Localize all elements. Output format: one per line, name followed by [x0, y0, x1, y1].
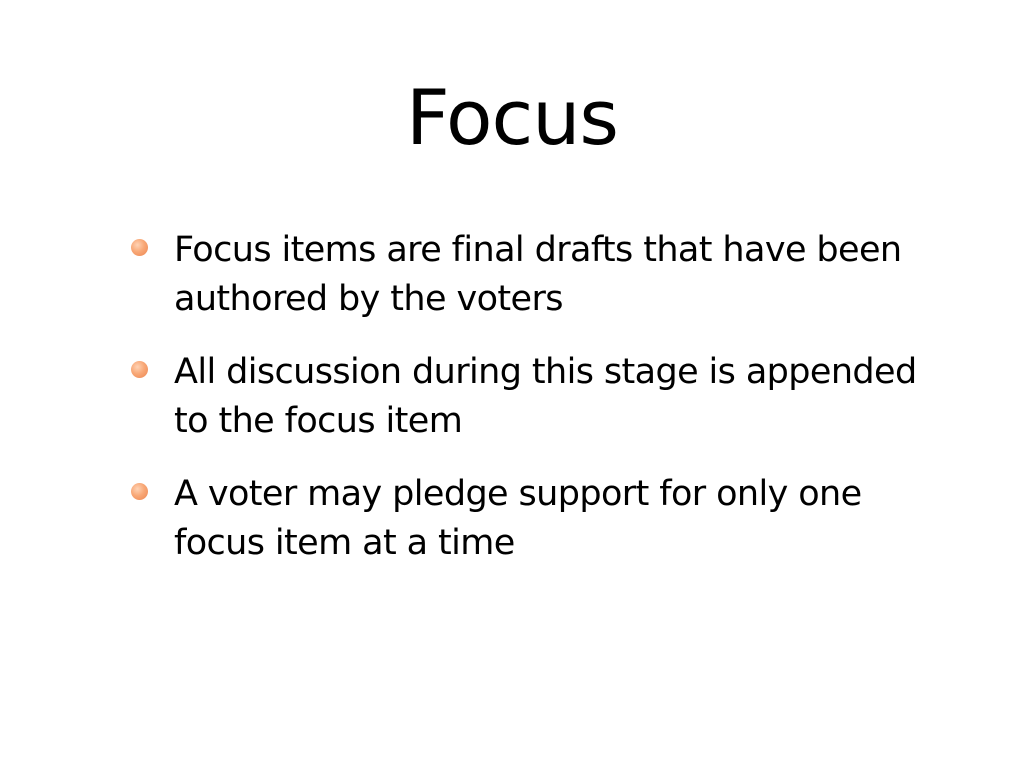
bullet-text: All discussion during this stage is appe… [174, 352, 917, 441]
slide-title: Focus [405, 73, 619, 162]
bullet-dot-icon [131, 239, 148, 256]
bullet-dot-icon [131, 361, 148, 378]
bullet-item: Focus items are final drafts that have b… [128, 226, 918, 324]
bullet-item: All discussion during this stage is appe… [128, 348, 918, 446]
bullet-item: A voter may pledge support for only one … [128, 470, 918, 568]
bullet-dot-icon [131, 483, 148, 500]
bullet-text: A voter may pledge support for only one … [174, 474, 862, 563]
bullet-text: Focus items are final drafts that have b… [174, 230, 902, 319]
bullet-list: Focus items are final drafts that have b… [128, 226, 918, 592]
